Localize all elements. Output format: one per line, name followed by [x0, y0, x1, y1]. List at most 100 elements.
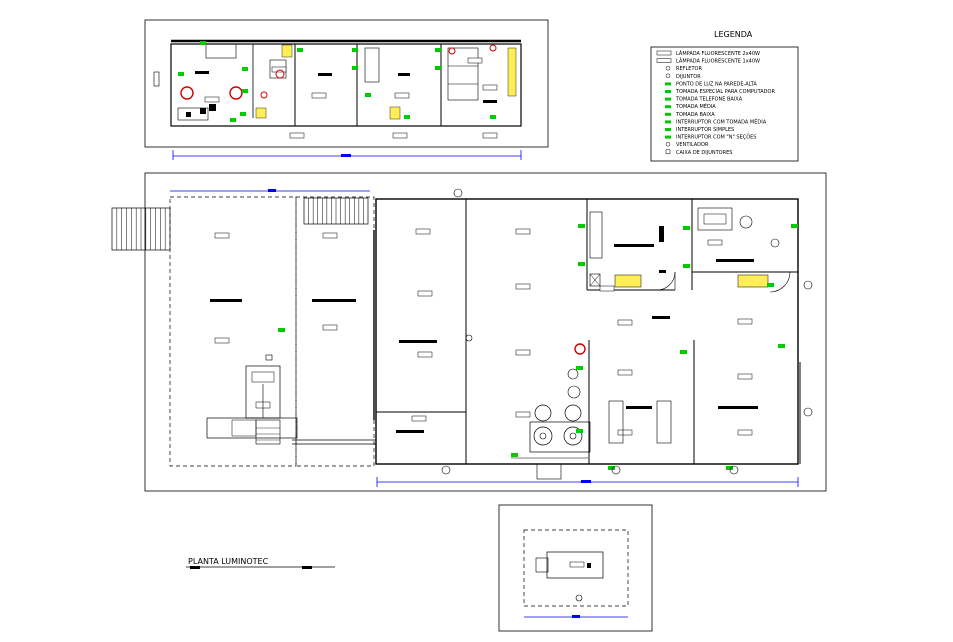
breaker-box-icon: [665, 149, 671, 155]
machine-wheel: [563, 426, 583, 446]
lamp-icon: [569, 561, 585, 568]
fixture-bar: [210, 299, 242, 302]
reflector-icon: [453, 188, 463, 198]
machine: [206, 417, 298, 439]
outlet-icon: [278, 328, 285, 332]
small-building: [498, 504, 653, 632]
dimension-marker: [572, 615, 580, 618]
lamp-icon: [482, 84, 498, 91]
breaker-icon: [153, 71, 160, 87]
outlet-icon: [242, 89, 248, 93]
legend-label: TOMADA MÉDIA: [675, 102, 716, 110]
outlet-icon: [683, 264, 690, 268]
legend-label: TOMADA BAIXA: [675, 112, 715, 118]
top-box: [364, 47, 380, 83]
legend-item: TOMADA BAIXA: [665, 112, 715, 118]
red-fixture: [489, 44, 497, 52]
legend-item: INTERRUPTOR COM "N" SEÇÕES: [665, 134, 756, 141]
desk: [186, 112, 191, 117]
outlet-icon: [576, 429, 583, 433]
lamp-icon: [467, 57, 483, 64]
plan-title-block: PLANTA LUMINOTEC: [186, 557, 335, 569]
red-fixture: [448, 47, 456, 55]
top-outer-wall: [170, 43, 522, 127]
legend-frame: [650, 46, 799, 162]
breaker-icon: [265, 354, 273, 361]
main-fixture-bars: [210, 226, 758, 433]
lamp-icon: [617, 319, 633, 326]
fixture-bar: [398, 73, 410, 76]
machine: [529, 421, 591, 453]
fixture-bar: [399, 340, 437, 343]
legend-title: LEGENDA: [714, 30, 753, 39]
red-fixture: [260, 91, 268, 99]
lamp-icon: [214, 232, 230, 239]
red-chair: [229, 86, 243, 100]
plan-title: PLANTA LUMINOTEC: [188, 557, 269, 566]
machine-wheel: [539, 432, 547, 440]
legend-label: INTERRUPTOR COM TOMADA MÉDIA: [676, 117, 767, 125]
fixture-bar: [614, 244, 654, 247]
outlet-icon: [404, 115, 410, 119]
yellow-fixture: [389, 106, 401, 120]
top-box: [205, 43, 237, 59]
yellow-fixture: [507, 47, 517, 97]
breaker-icon: [665, 73, 671, 79]
legend-label: INTERRUPTOR SIMPLES: [676, 127, 734, 133]
lamp-icon: [515, 283, 531, 290]
yellow-fixture: [255, 107, 267, 119]
lamp-icon: [737, 318, 753, 325]
main-lamps: [214, 228, 753, 436]
bench: [608, 400, 624, 444]
reflector-icon: [803, 407, 813, 417]
outlet-icon: [230, 118, 236, 122]
lamp-1x40-icon: [656, 58, 672, 63]
machine-wheel: [533, 426, 553, 446]
main-frame: [144, 172, 827, 492]
lamp-icon: [707, 239, 723, 246]
outlet-icon: [576, 366, 583, 370]
legend-label: REFLETOR: [676, 66, 702, 72]
lamp-icon: [411, 415, 427, 422]
yellow-fixture: [737, 274, 769, 288]
lamp-icon: [204, 96, 220, 103]
scale-bar: [302, 566, 312, 569]
lamp-icon: [599, 285, 615, 292]
machine: [255, 419, 281, 445]
sink: [703, 213, 727, 225]
lamp-icon: [311, 92, 327, 99]
legend-item: TOMADA ESPECIAL PARA COMPUTADOR: [665, 89, 775, 95]
cabinet: [589, 211, 603, 259]
lamp-icon: [394, 92, 410, 99]
simple-switch-icon: [665, 128, 671, 131]
reflector-icon: [575, 594, 583, 602]
fixture-bar: [318, 73, 332, 76]
outlet-icon: [683, 226, 690, 230]
fixture-bar: [312, 299, 356, 302]
lamp-icon: [617, 429, 633, 436]
reflector-icon: [611, 465, 621, 475]
yellow-fixture: [281, 44, 293, 58]
dashed-area: [169, 196, 297, 467]
dimension-marker: [341, 154, 351, 157]
legend-item: TOMADA MÉDIA: [665, 102, 716, 110]
legend-item: REFLETOR: [665, 65, 702, 72]
fixture-bar: [626, 406, 652, 409]
cabinet: [589, 273, 601, 287]
scale-bar: [190, 566, 200, 569]
legend-label: INTERRUPTOR COM "N" SEÇÕES: [676, 134, 756, 141]
outlet-icon: [490, 115, 496, 119]
stairs-left: [111, 207, 171, 251]
yellow-fixture: [614, 274, 642, 288]
legend-item: LÂMPADA FLUORESCENTE 1x40W: [656, 58, 760, 65]
outlet-icon: [352, 48, 358, 52]
lamp-icon: [737, 373, 753, 380]
lamp-2x40-icon: [656, 50, 672, 56]
legend-label: VENTILADOR: [676, 142, 709, 148]
multi-switch-icon: [665, 135, 671, 139]
top-lamps: [204, 57, 498, 139]
outlet-icon: [608, 466, 615, 470]
press-machine: [206, 354, 298, 445]
desk: [209, 104, 216, 111]
fixture-bar: [659, 270, 666, 273]
